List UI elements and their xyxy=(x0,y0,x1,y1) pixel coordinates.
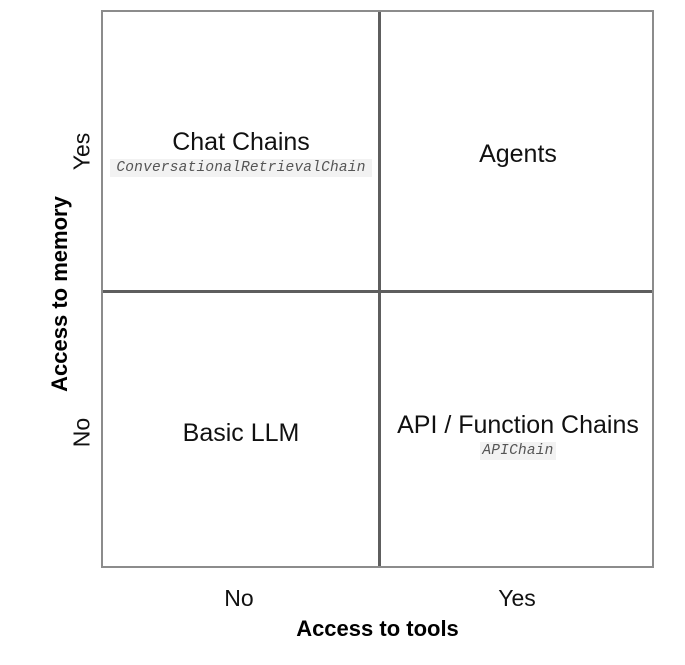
quadrant-label-block: Agents xyxy=(479,140,557,169)
matrix-horizontal-divider xyxy=(103,290,652,293)
quadrant-label-block: API / Function Chains APIChain xyxy=(397,411,639,460)
x-axis-title: Access to tools xyxy=(296,616,459,641)
quadrant-title: Agents xyxy=(479,140,557,168)
quadrant-basic-llm: Basic LLM xyxy=(103,292,379,571)
quadrant-label-block: Basic LLM xyxy=(182,419,300,448)
x-axis-tick-no: No xyxy=(224,585,254,611)
quadrant-agents: Agents xyxy=(380,12,656,291)
quadrant-title: Chat Chains xyxy=(172,128,310,156)
quadrant-sublabel: ConversationalRetrievalChain xyxy=(110,158,372,177)
y-axis-tick-yes: Yes xyxy=(68,132,95,171)
quadrant-title: Basic LLM xyxy=(182,419,300,447)
quadrant-sublabel: APIChain xyxy=(480,441,556,460)
quadrant-title: API / Function Chains xyxy=(397,411,639,439)
matrix-plot-area: Chat Chains ConversationalRetrievalChain… xyxy=(101,10,654,568)
quadrant-chat-chains: Chat Chains ConversationalRetrievalChain xyxy=(103,12,379,291)
quadrant-label-block: Chat Chains ConversationalRetrievalChain xyxy=(110,128,372,177)
matrix-vertical-divider xyxy=(378,12,381,566)
y-axis-title: Access to memory xyxy=(47,196,72,392)
y-axis-tick-no: No xyxy=(68,417,95,448)
quadrant-api-function-chains: API / Function Chains APIChain xyxy=(380,292,656,571)
x-axis-tick-yes: Yes xyxy=(498,585,536,611)
